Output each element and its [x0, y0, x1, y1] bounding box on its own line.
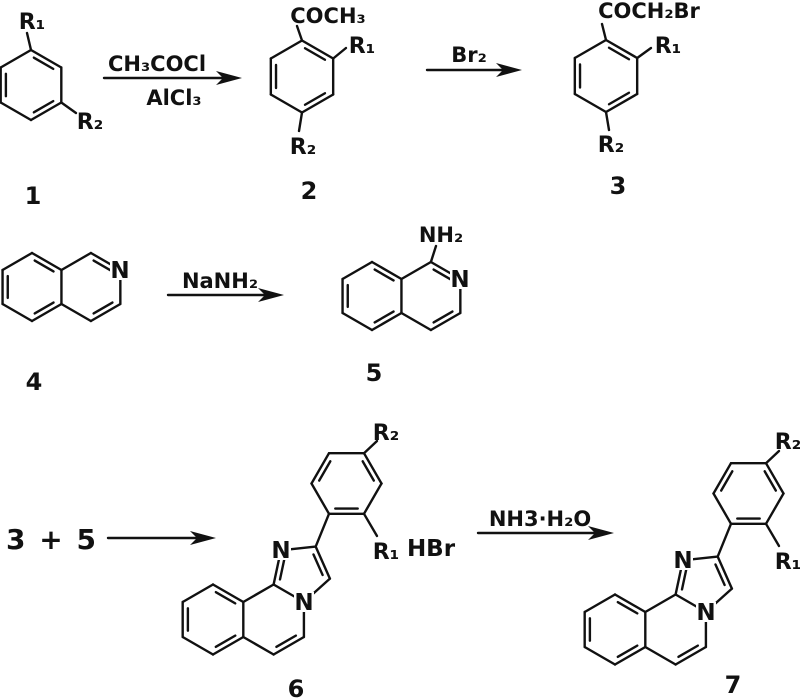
compound7-r2-label: R₂: [775, 430, 800, 455]
atom-label-mask: [110, 260, 130, 280]
atom-label-mask: [673, 550, 693, 570]
compound5-number: 5: [366, 359, 383, 387]
compound6-r2-label: R₂: [373, 421, 400, 446]
step2-reagent-above: Br₂: [451, 43, 487, 67]
compound3-r1-label: R₁: [655, 34, 682, 59]
step-1: CH₃COCl AlCl₃: [108, 52, 206, 110]
compound1-r2-label: R₂: [77, 110, 104, 135]
step1-reagent-above: CH₃COCl: [108, 52, 206, 76]
compound1-number: 1: [25, 182, 42, 210]
atom-label-mask: [271, 540, 291, 560]
compound6-n4-label: N: [294, 590, 313, 616]
step1-reagent-below: AlCl₃: [146, 86, 201, 110]
compound5-amine-label: NH₂: [419, 223, 463, 247]
compound6-number: 6: [288, 675, 305, 699]
step-2: Br₂: [451, 43, 487, 67]
compound3-number: 3: [610, 172, 627, 200]
compound-6: N N R₂ R₁ HBr 6: [271, 421, 455, 699]
step-3: NaNH₂: [182, 269, 258, 293]
compound2-acyl-label: COCH₃: [290, 4, 365, 28]
atom-label-mask: [450, 269, 470, 289]
compound6-salt-label: HBr: [407, 536, 456, 562]
compound2-number: 2: [301, 177, 318, 205]
compound-5: NH₂ N 5: [366, 223, 470, 387]
compound-4: N 4: [26, 258, 130, 396]
compound-1: R₁ R₂ 1: [19, 10, 104, 210]
step-4: NH3·H₂O: [489, 507, 591, 531]
compound7-n4-label: N: [696, 600, 715, 626]
compound7-r1-label: R₁: [775, 550, 800, 575]
compound2-r2-label: R₂: [290, 135, 317, 160]
compound4-number: 4: [26, 368, 43, 396]
compound6-r1-label: R₁: [373, 540, 400, 565]
compound-3: COCH₂Br R₁ R₂ 3: [598, 0, 701, 200]
compound2-r1-label: R₁: [349, 34, 376, 59]
bond-lines: [0, 22, 785, 666]
compound-2: COCH₃ R₁ R₂ 2: [290, 4, 376, 205]
reactants-text: 3 + 5: [6, 523, 98, 556]
compound7-n1-label: N: [673, 548, 692, 574]
compound5-nitrogen-label: N: [450, 267, 469, 293]
atom-label-masks: [110, 260, 716, 622]
atom-label-mask: [696, 602, 716, 622]
compound3-r2-label: R₂: [598, 133, 625, 158]
compound7-number: 7: [725, 671, 742, 699]
compound-7: N N R₂ R₁ 7: [673, 430, 800, 699]
compound4-nitrogen-label: N: [110, 258, 129, 284]
atom-label-mask: [294, 592, 314, 612]
compound6-n1-label: N: [271, 538, 290, 564]
step4-reagent-above: NH3·H₂O: [489, 507, 591, 531]
step3-reagent-above: NaNH₂: [182, 269, 258, 293]
compound1-r1-label: R₁: [19, 10, 46, 35]
compound3-acyl-label: COCH₂Br: [598, 0, 700, 23]
